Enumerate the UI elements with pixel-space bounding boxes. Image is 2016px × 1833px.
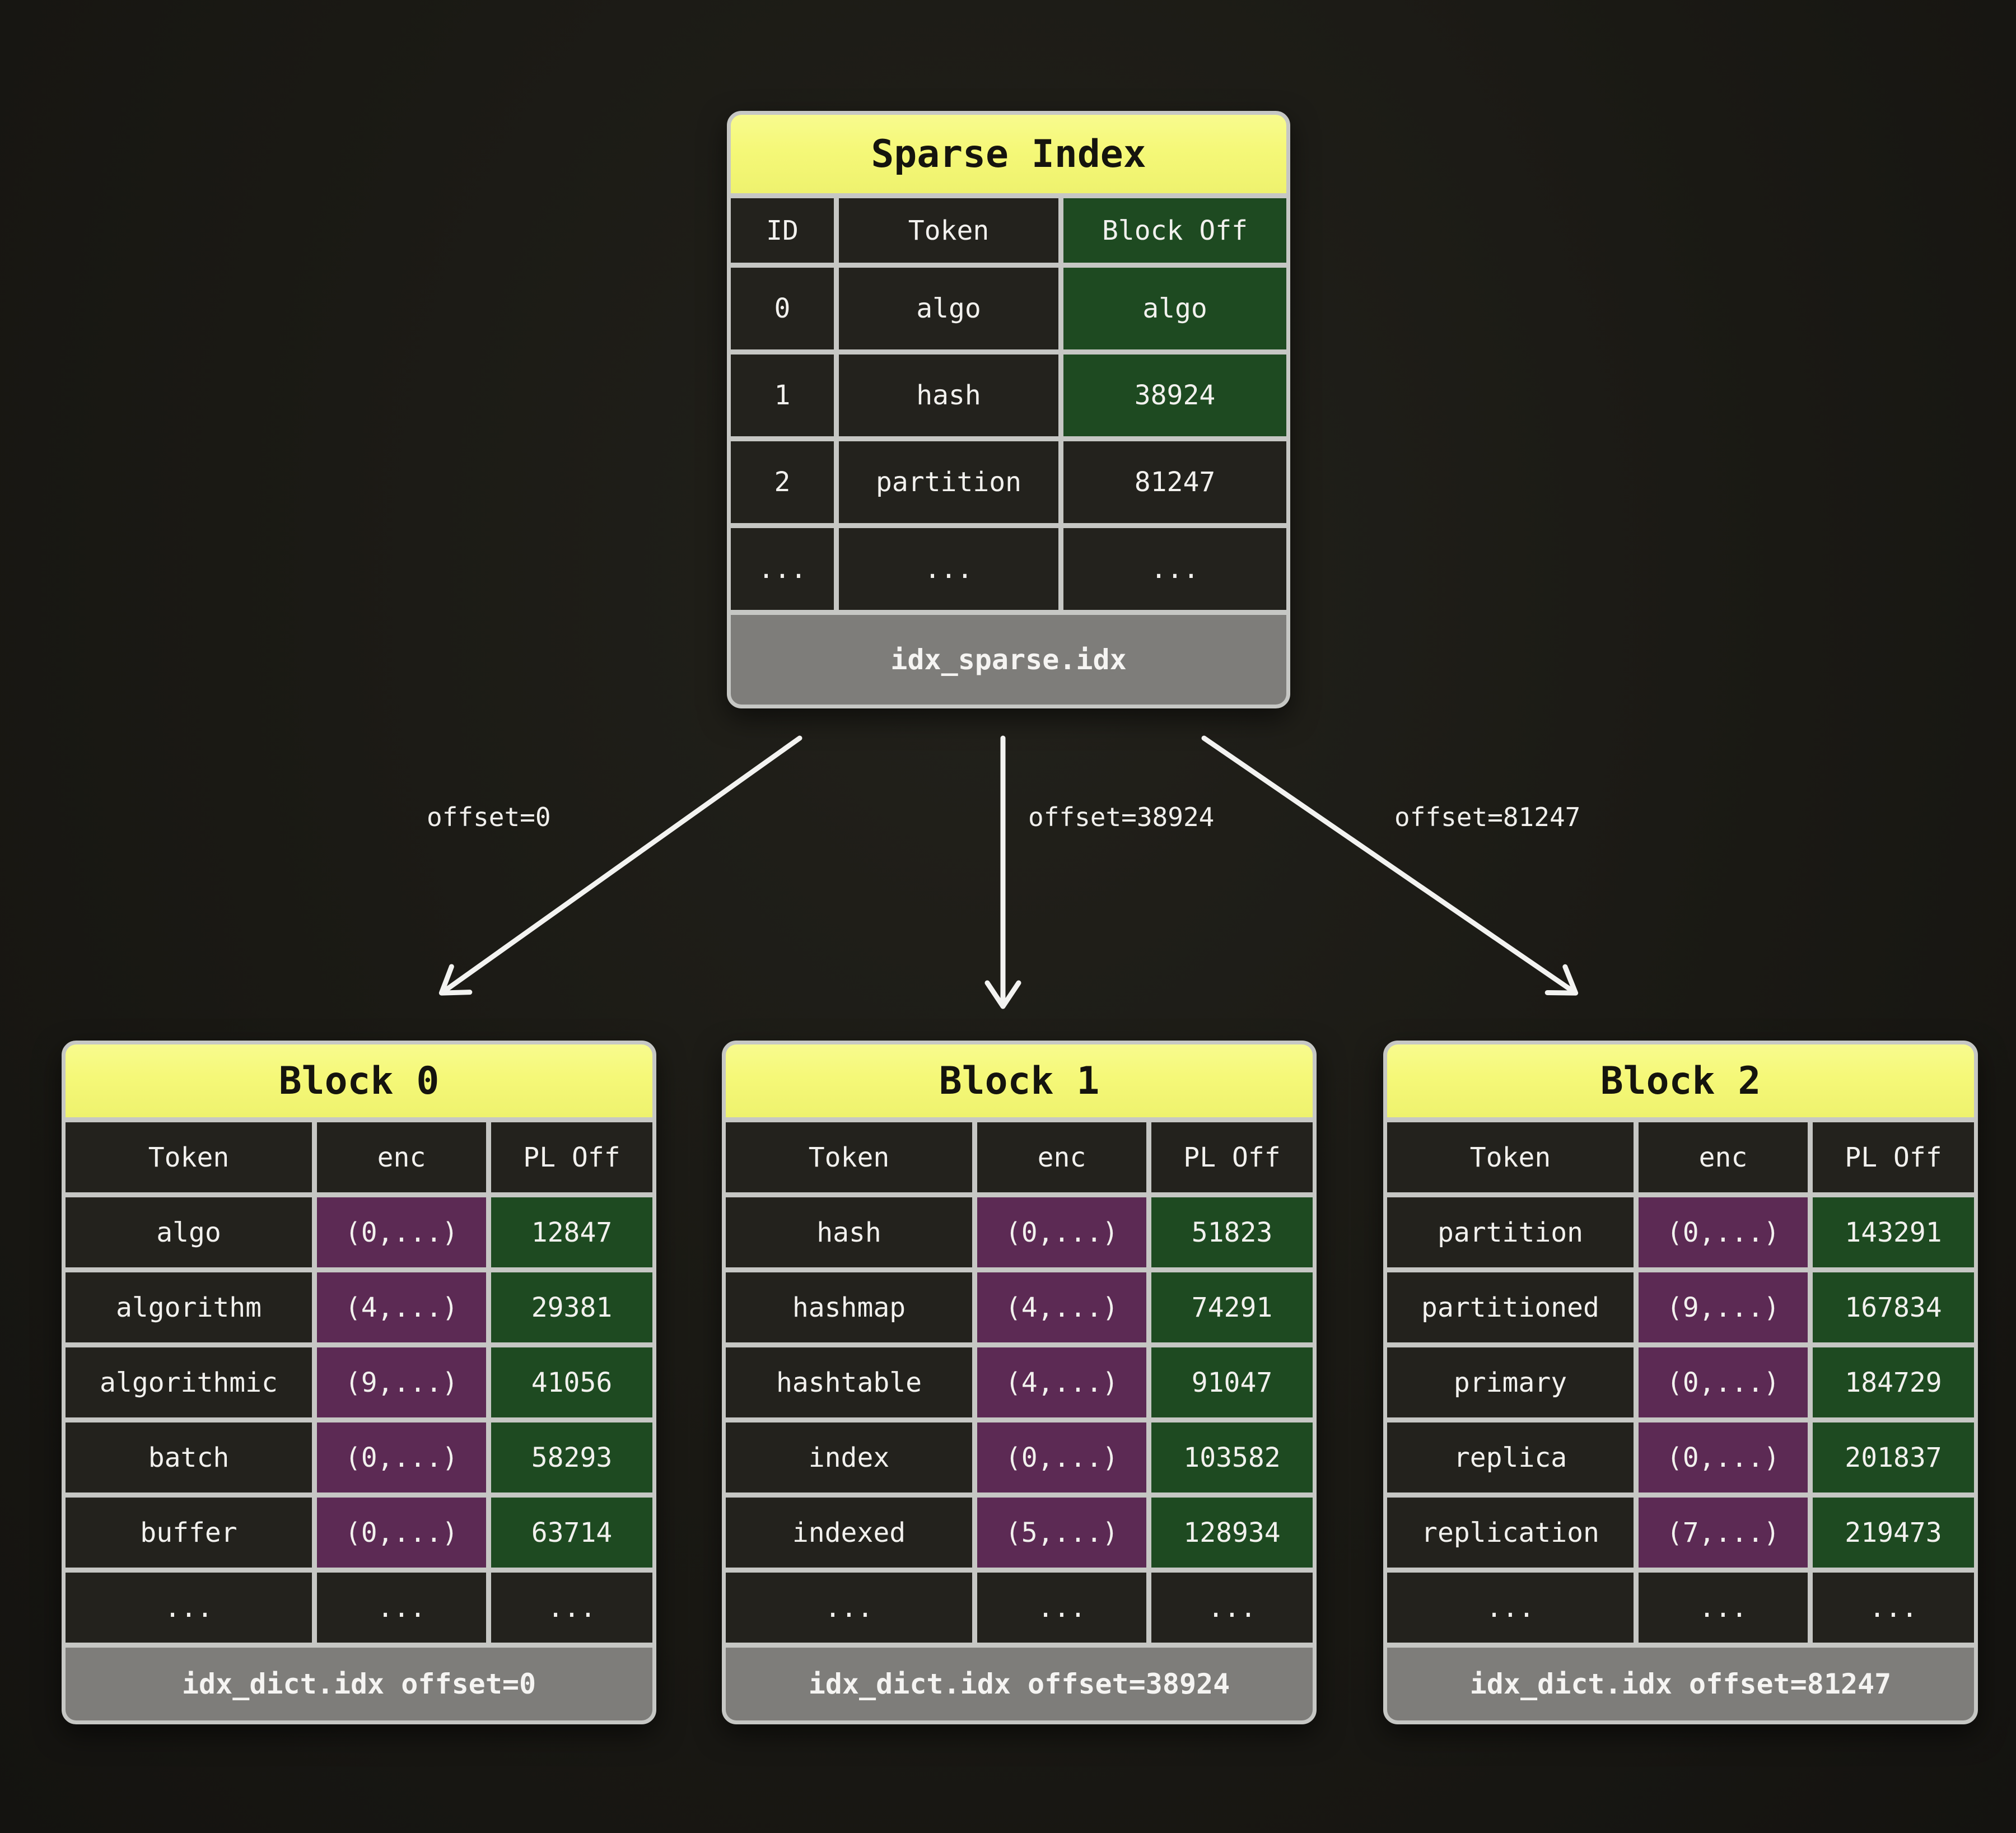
table-cell: 41056 <box>491 1347 652 1417</box>
table-cell: 128934 <box>1151 1498 1313 1568</box>
block-1-table: Block 1 Token enc PL Off hash (0,...) 51… <box>722 1041 1317 1724</box>
table-title: Sparse Index <box>731 115 1286 193</box>
table-cell: (4,...) <box>317 1272 486 1342</box>
table-cell: 81247 <box>1063 441 1286 523</box>
table-cell: (9,...) <box>317 1347 486 1417</box>
table-footer: idx_dict.idx offset=81247 <box>1387 1648 1974 1720</box>
table-cell: ... <box>1151 1573 1313 1643</box>
table-cell: 29381 <box>491 1272 652 1342</box>
column-header: Token <box>726 1122 972 1192</box>
table-title: Block 0 <box>66 1044 652 1117</box>
table-cell: 0 <box>731 268 834 349</box>
table-cell: 58293 <box>491 1422 652 1492</box>
table-cell: algorithmic <box>66 1347 312 1417</box>
table-cell: hashmap <box>726 1272 972 1342</box>
table-cell: 91047 <box>1151 1347 1313 1417</box>
arrow-offset-81247 <box>1201 735 1579 996</box>
column-header: ID <box>731 198 834 263</box>
table-title: Block 2 <box>1387 1044 1974 1117</box>
arrow-label-offset-38924: offset=38924 <box>1028 802 1215 832</box>
table-cell: partition <box>1387 1197 1634 1267</box>
table-cell: algo <box>66 1197 312 1267</box>
table-cell: ... <box>1639 1573 1808 1643</box>
table-cell: ... <box>977 1573 1146 1643</box>
table-cell: hash <box>726 1197 972 1267</box>
table-cell: 2 <box>731 441 834 523</box>
table-cell: ... <box>1813 1573 1974 1643</box>
table-cell: ... <box>839 528 1058 610</box>
column-header: Block Off <box>1063 198 1286 263</box>
table-cell: (0,...) <box>1639 1422 1808 1492</box>
table-cell: 38924 <box>1063 355 1286 436</box>
column-header: PL Off <box>1813 1122 1974 1192</box>
table-cell: 167834 <box>1813 1272 1974 1342</box>
table-cell: (4,...) <box>977 1347 1146 1417</box>
table-cell: (0,...) <box>977 1197 1146 1267</box>
table-cell: indexed <box>726 1498 972 1568</box>
table-cell: 1 <box>731 355 834 436</box>
table-cell: 201837 <box>1813 1422 1974 1492</box>
block-2-table: Block 2 Token enc PL Off partition (0,..… <box>1383 1041 1978 1724</box>
table-cell: (0,...) <box>317 1422 486 1492</box>
column-header: PL Off <box>1151 1122 1313 1192</box>
table-cell: 51823 <box>1151 1197 1313 1267</box>
table-cell: (0,...) <box>317 1197 486 1267</box>
table-cell: partition <box>839 441 1058 523</box>
arrow-label-offset-0: offset=0 <box>427 802 551 832</box>
table-cell: 143291 <box>1813 1197 1974 1267</box>
table-cell: 12847 <box>491 1197 652 1267</box>
table-cell: algo <box>839 268 1058 349</box>
table-cell: 103582 <box>1151 1422 1313 1492</box>
table-cell: index <box>726 1422 972 1492</box>
table-cell: algo <box>1063 268 1286 349</box>
column-header: enc <box>977 1122 1146 1192</box>
table-cell: ... <box>731 528 834 610</box>
column-header: Token <box>839 198 1058 263</box>
table-cell: ... <box>491 1573 652 1643</box>
table-cell: 63714 <box>491 1498 652 1568</box>
table-cell: (9,...) <box>1639 1272 1808 1342</box>
column-header: Token <box>1387 1122 1634 1192</box>
table-footer: idx_dict.idx offset=0 <box>66 1648 652 1720</box>
table-cell: ... <box>1063 528 1286 610</box>
block-0-table: Block 0 Token enc PL Off algo (0,...) 12… <box>62 1041 656 1724</box>
table-footer: idx_sparse.idx <box>731 615 1286 705</box>
table-footer: idx_dict.idx offset=38924 <box>726 1648 1313 1720</box>
table-cell: (7,...) <box>1639 1498 1808 1568</box>
table-cell: buffer <box>66 1498 312 1568</box>
table-cell: (0,...) <box>317 1498 486 1568</box>
table-cell: 74291 <box>1151 1272 1313 1342</box>
table-cell: replication <box>1387 1498 1634 1568</box>
table-cell: (5,...) <box>977 1498 1146 1568</box>
table-cell: 219473 <box>1813 1498 1974 1568</box>
column-header: enc <box>317 1122 486 1192</box>
table-cell: hash <box>839 355 1058 436</box>
table-cell: (0,...) <box>977 1422 1146 1492</box>
table-cell: hashtable <box>726 1347 972 1417</box>
table-cell: ... <box>1387 1573 1634 1643</box>
table-title: Block 1 <box>726 1044 1313 1117</box>
column-header: PL Off <box>491 1122 652 1192</box>
table-cell: ... <box>317 1573 486 1643</box>
table-cell: 184729 <box>1813 1347 1974 1417</box>
column-header: Token <box>66 1122 312 1192</box>
table-cell: partitioned <box>1387 1272 1634 1342</box>
table-cell: ... <box>66 1573 312 1643</box>
sparse-index-table: Sparse Index ID Token Block Off 0 algo a… <box>727 111 1290 708</box>
table-cell: algorithm <box>66 1272 312 1342</box>
table-cell: batch <box>66 1422 312 1492</box>
arrow-offset-0 <box>438 735 802 996</box>
table-cell: (0,...) <box>1639 1197 1808 1267</box>
arrow-label-offset-81247: offset=81247 <box>1394 802 1581 832</box>
table-cell: primary <box>1387 1347 1634 1417</box>
table-cell: (0,...) <box>1639 1347 1808 1417</box>
column-header: enc <box>1639 1122 1808 1192</box>
table-cell: (4,...) <box>977 1272 1146 1342</box>
table-cell: replica <box>1387 1422 1634 1492</box>
table-cell: ... <box>726 1573 972 1643</box>
